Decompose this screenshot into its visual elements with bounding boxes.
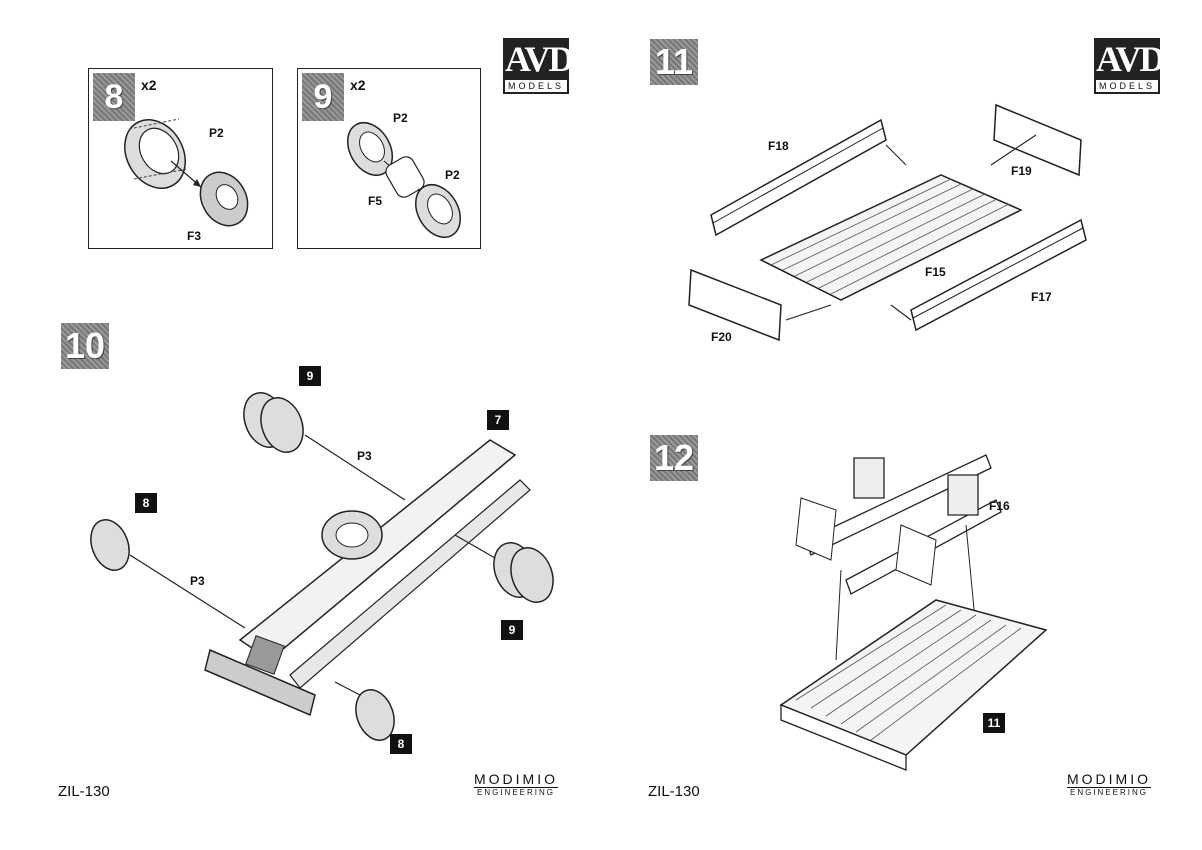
modimio-sub: ENGINEERING: [1067, 787, 1151, 798]
modimio-name: MODIMIO: [474, 771, 558, 787]
part-label-f5: F5: [368, 194, 383, 208]
step-8-box: 8 x2 P2 F3: [88, 68, 273, 249]
footer-model-left: ZIL-130: [58, 783, 110, 800]
step-9-badge: 9: [302, 73, 344, 121]
ref-step-9-right: 9: [501, 620, 523, 640]
step-9-multiplier: x2: [350, 77, 366, 93]
logo-sub: MODELS: [503, 80, 569, 94]
part-label-f15: F15: [925, 265, 946, 279]
avd-logo: AVD MODELS: [1094, 38, 1165, 94]
cargo-bed-frame-drawing: [776, 450, 1076, 780]
ref-step-7: 7: [487, 410, 509, 430]
part-label-p2: P2: [209, 126, 224, 140]
modimio-name: MODIMIO: [1067, 771, 1151, 787]
modimio-logo-left: MODIMIO ENGINEERING: [474, 772, 558, 798]
footer-model-right: ZIL-130: [648, 783, 700, 800]
dual-wheel-drawing: [298, 69, 480, 248]
logo-brand: AVD: [1094, 38, 1165, 80]
step-8-multiplier: x2: [141, 77, 157, 93]
part-label-p3-b: P3: [190, 574, 205, 588]
logo-sub: MODELS: [1094, 80, 1160, 94]
step-10-badge: 10: [61, 323, 109, 369]
part-label-f20: F20: [711, 330, 732, 344]
step-11-badge: 11: [650, 39, 698, 85]
part-label-p3-a: P3: [357, 449, 372, 463]
part-label-f16: F16: [989, 499, 1010, 513]
tire-hub-drawing: [89, 69, 272, 248]
part-label-f19: F19: [1011, 164, 1032, 178]
ref-step-11: 11: [983, 713, 1005, 733]
ref-step-9-top: 9: [299, 366, 321, 386]
logo-brand: AVD: [503, 38, 574, 80]
chassis-drawing: [60, 360, 560, 780]
right-page: AVD MODELS 11 F18 F19: [601, 0, 1202, 850]
part-label-f3: F3: [187, 229, 202, 243]
ref-step-8-bottom: 8: [390, 734, 412, 754]
step-8-badge: 8: [93, 73, 135, 121]
modimio-sub: ENGINEERING: [474, 787, 558, 798]
part-label-p2-b: P2: [445, 168, 460, 182]
part-label-f17: F17: [1031, 290, 1052, 304]
cargo-bed-exploded-drawing: [691, 95, 1111, 355]
part-label-p2-a: P2: [393, 111, 408, 125]
step-12-badge: 12: [650, 435, 698, 481]
ref-step-8-left: 8: [135, 493, 157, 513]
part-label-f18: F18: [768, 139, 789, 153]
step-9-box: 9 x2 P2 F5 P2: [297, 68, 481, 249]
modimio-logo-right: MODIMIO ENGINEERING: [1067, 772, 1151, 798]
left-page: AVD MODELS 8 x2 P2 F3 9 x2 P2 F5 P2: [58, 38, 574, 800]
avd-logo: AVD MODELS: [503, 38, 574, 94]
